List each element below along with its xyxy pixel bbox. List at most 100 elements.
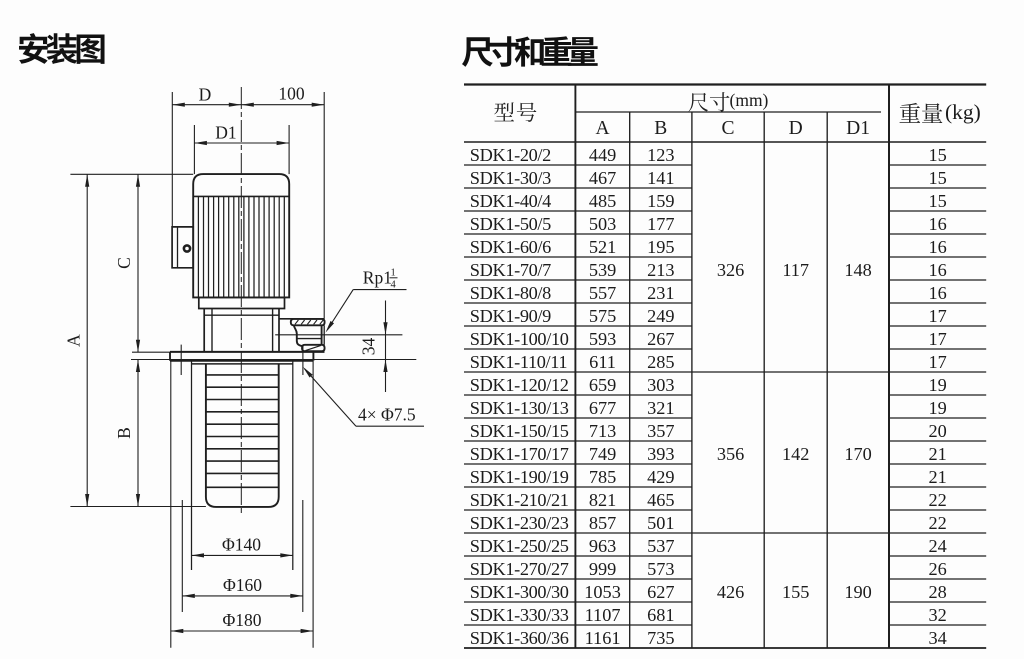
svg-text:15: 15 [928,191,946,211]
svg-text:SDK1-270/27: SDK1-270/27 [470,559,569,579]
svg-text:537: 537 [647,536,674,556]
svg-text:21: 21 [928,444,946,464]
svg-text:303: 303 [647,375,674,395]
svg-text:681: 681 [647,605,674,625]
svg-text:501: 501 [647,513,674,533]
svg-text:15: 15 [928,168,946,188]
svg-text:285: 285 [647,352,674,372]
svg-text:28: 28 [928,582,946,602]
svg-text:A: A [64,334,84,347]
svg-text:SDK1-210/21: SDK1-210/21 [470,490,569,510]
svg-text:467: 467 [589,168,616,188]
svg-text:SDK1-80/8: SDK1-80/8 [470,283,551,303]
svg-text:155: 155 [782,582,809,602]
svg-text:SDK1-170/17: SDK1-170/17 [470,444,569,464]
svg-text:857: 857 [589,513,616,533]
svg-text:449: 449 [589,145,616,165]
svg-text:SDK1-230/23: SDK1-230/23 [470,513,569,533]
svg-text:170: 170 [844,444,871,464]
svg-text:SDK1-70/7: SDK1-70/7 [470,260,551,280]
svg-text:(kg): (kg) [945,100,981,124]
svg-text:213: 213 [647,260,674,280]
svg-text:B: B [114,427,134,439]
svg-text:SDK1-300/30: SDK1-300/30 [470,582,569,602]
svg-text:357: 357 [647,421,674,441]
svg-text:677: 677 [589,398,616,418]
svg-text:SDK1-360/36: SDK1-360/36 [470,628,569,648]
svg-text:190: 190 [844,582,871,602]
svg-text:963: 963 [589,536,616,556]
svg-text:503: 503 [589,214,616,234]
svg-text:Φ140: Φ140 [222,535,261,555]
svg-text:SDK1-150/15: SDK1-150/15 [470,421,569,441]
svg-text:177: 177 [647,214,674,234]
svg-text:SDK1-330/33: SDK1-330/33 [470,605,569,625]
svg-text:A: A [596,118,610,139]
svg-text:141: 141 [647,168,674,188]
svg-text:B: B [654,118,667,139]
svg-text:22: 22 [928,490,946,510]
svg-text:19: 19 [928,398,946,418]
svg-text:249: 249 [647,306,674,326]
svg-text:Rp1: Rp1 [363,268,392,288]
svg-text:426: 426 [717,582,744,602]
svg-text:34: 34 [359,338,379,356]
svg-text:1161: 1161 [585,628,621,648]
svg-text:17: 17 [928,352,946,372]
svg-text:17: 17 [928,329,946,349]
svg-text:SDK1-30/3: SDK1-30/3 [470,168,551,188]
svg-text:573: 573 [647,559,674,579]
svg-text:785: 785 [589,467,616,487]
svg-text:159: 159 [647,191,674,211]
svg-text:231: 231 [647,283,674,303]
svg-text:SDK1-190/19: SDK1-190/19 [470,467,569,487]
svg-text:326: 326 [717,260,744,280]
svg-text:16: 16 [928,237,946,257]
svg-text:SDK1-130/13: SDK1-130/13 [470,398,569,418]
svg-text:C: C [722,118,735,139]
svg-text:15: 15 [928,145,946,165]
svg-text:393: 393 [647,444,674,464]
svg-text:SDK1-40/4: SDK1-40/4 [470,191,551,211]
svg-text:4× Φ7.5: 4× Φ7.5 [358,405,416,425]
svg-text:SDK1-100/10: SDK1-100/10 [470,329,569,349]
svg-text:117: 117 [782,260,809,280]
svg-text:1: 1 [391,268,396,279]
svg-text:SDK1-60/6: SDK1-60/6 [470,237,551,257]
svg-text:575: 575 [589,306,616,326]
svg-text:34: 34 [928,628,946,648]
svg-text:659: 659 [589,375,616,395]
svg-text:749: 749 [589,444,616,464]
svg-text:593: 593 [589,329,616,349]
svg-text:SDK1-20/2: SDK1-20/2 [470,145,551,165]
svg-text:SDK1-120/12: SDK1-120/12 [470,375,569,395]
svg-text:321: 321 [647,398,674,418]
svg-text:356: 356 [717,444,744,464]
svg-text:123: 123 [647,145,674,165]
svg-text:20: 20 [928,421,946,441]
svg-text:19: 19 [928,375,946,395]
svg-text:521: 521 [589,237,616,257]
svg-text:SDK1-90/9: SDK1-90/9 [470,306,551,326]
svg-text:429: 429 [647,467,674,487]
svg-text:557: 557 [589,283,616,303]
svg-text:611: 611 [589,352,616,372]
svg-text:D: D [199,84,212,104]
svg-text:SDK1-110/11: SDK1-110/11 [470,352,568,372]
svg-text:16: 16 [928,214,946,234]
svg-text:22: 22 [928,513,946,533]
svg-text:24: 24 [928,536,946,556]
svg-text:485: 485 [589,191,616,211]
svg-text:142: 142 [782,444,809,464]
svg-text:Φ180: Φ180 [222,610,261,630]
svg-text:(mm): (mm) [730,90,769,110]
svg-text:17: 17 [928,306,946,326]
svg-text:627: 627 [647,582,674,602]
svg-text:735: 735 [647,628,674,648]
svg-text:1107: 1107 [585,605,621,625]
svg-text:195: 195 [647,237,674,257]
svg-text:16: 16 [928,260,946,280]
svg-text:821: 821 [589,490,616,510]
svg-text:SDK1-250/25: SDK1-250/25 [470,536,569,556]
svg-text:148: 148 [844,260,871,280]
